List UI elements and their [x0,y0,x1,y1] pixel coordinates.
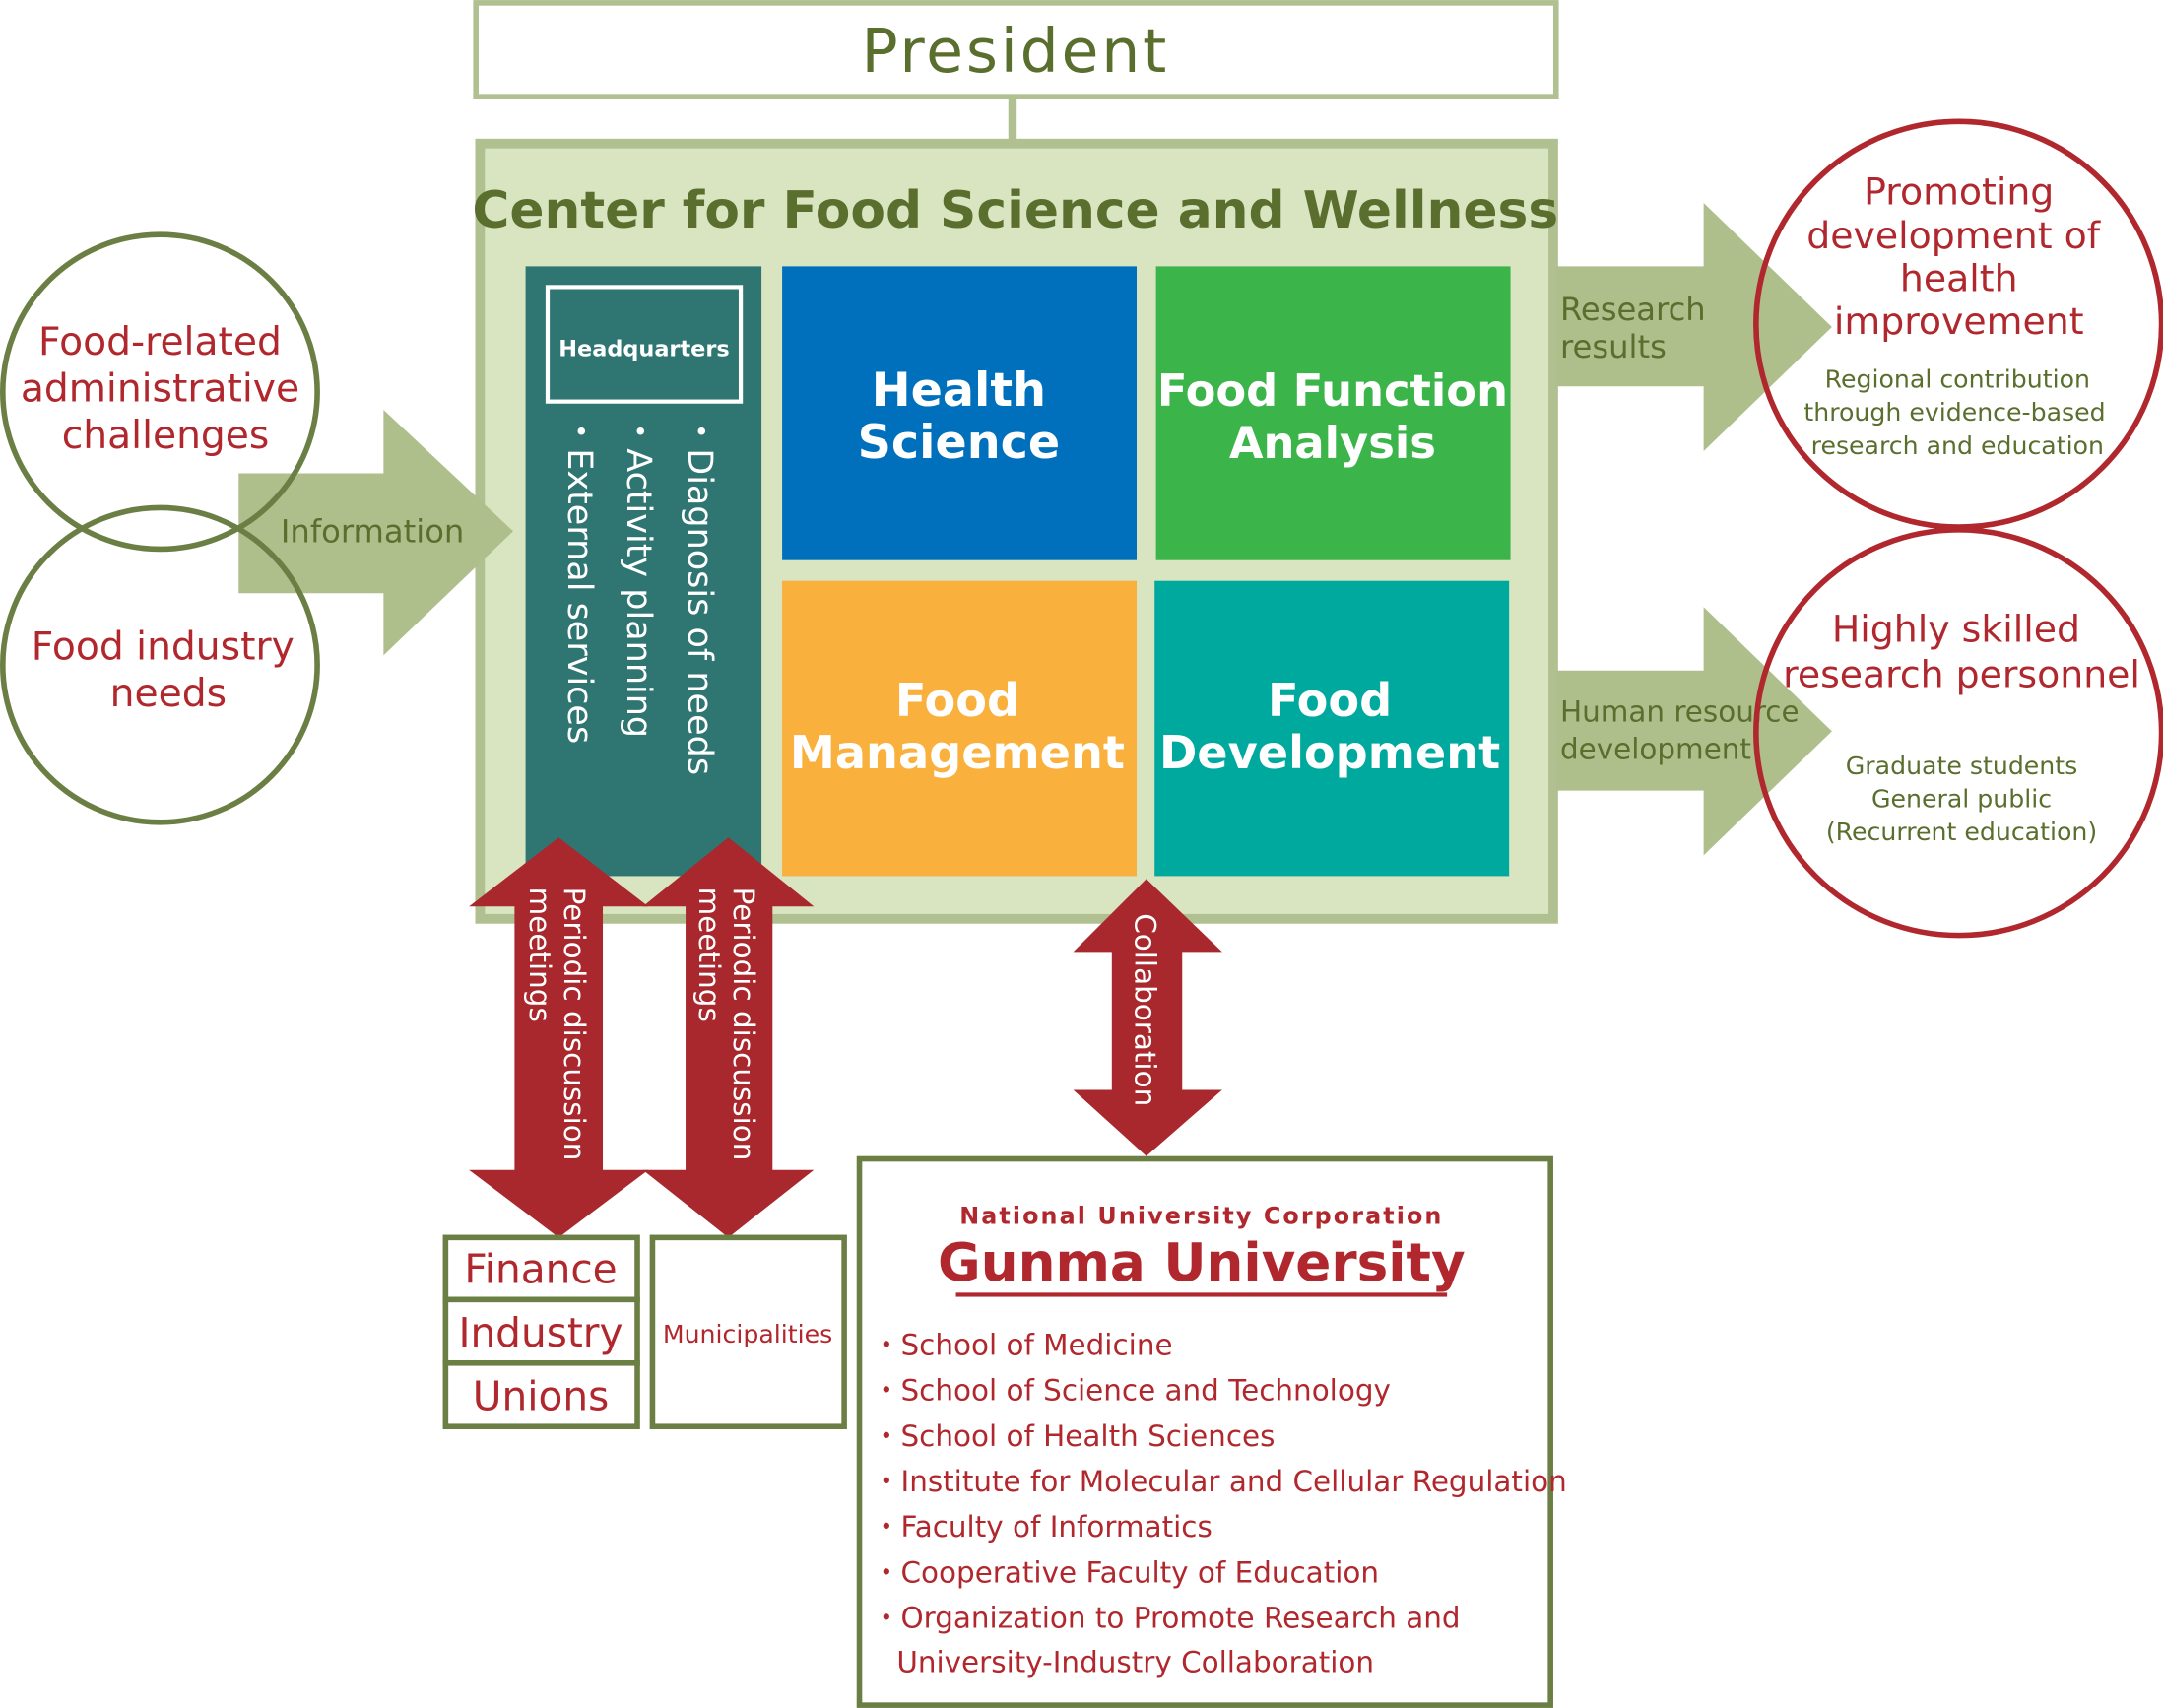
university-box [856,1155,1553,1708]
outcome-title: Promoting [1864,169,2054,213]
circle-administrative-challenges [0,231,320,553]
information-label: Information [281,512,464,550]
partner-label: Industry [458,1309,623,1356]
unit-label: Development [1159,726,1500,779]
list-item: ・Cooperative Faculty of Education [872,1555,1379,1589]
connector-line [1008,97,1017,144]
headquarters-column [525,266,762,877]
unit-label: Food Function [1157,364,1508,417]
partner-label: Unions [473,1372,609,1419]
university-list: ・School of Medicine ・School of Science a… [872,1328,1567,1678]
periodic-arrow-finance [469,837,649,1238]
arrow-label: Human resource [1560,695,1800,729]
circle-text: challenges [62,414,270,458]
arrow-label: Research [1560,291,1706,328]
outcome-title: improvement [1834,299,2084,343]
arrow-label: results [1560,328,1667,365]
circle-industry-needs [0,504,320,825]
circle-text: Food-related [38,320,282,364]
unit-food-function-analysis: Food Function Analysis [1155,266,1511,560]
list-item: ・Institute for Molecular and Cellular Re… [872,1465,1567,1498]
unit-food-development: Food Development [1154,580,1510,877]
outcome-sub: General public [1871,784,2052,813]
circle-text: administrative [21,367,299,412]
unit-label: Management [790,726,1125,779]
president-box [473,0,1559,99]
industry-box [442,1296,640,1366]
outcome-sub: Regional contribution [1825,365,2090,394]
collaboration-label: Collaboration [1129,913,1162,1106]
president-label: President [861,16,1169,87]
outcome-sub: research and education [1811,431,2104,460]
outcome-sub: (Recurrent education) [1826,818,2097,846]
list-item: ・School of Science and Technology [872,1374,1391,1408]
headquarters-box [545,285,744,404]
periodic-arrow-municipalities [642,837,815,1238]
unit-health-science: Health Science [782,266,1138,560]
unions-box [442,1359,640,1430]
unit-label: Health [872,363,1046,418]
unit-label: Analysis [1229,417,1436,469]
unit-label: Science [858,416,1061,470]
municipalities-label: Municipalities [663,1320,832,1348]
municipalities-box [649,1234,847,1430]
university-corp: National University Corporation [959,1202,1443,1229]
finance-box [442,1234,640,1303]
circle-text: Food industry [32,625,295,670]
outcome-title: research personnel [1783,653,2140,696]
list-item: ・Faculty of Informatics [872,1510,1213,1544]
list-item: ・School of Health Sciences [872,1419,1275,1453]
outcome-title: development of [1806,214,2101,257]
duty-planning: ・Activity planning [619,414,658,738]
human-resource-arrow [1555,607,1832,856]
periodic-label: meetings [523,887,557,1022]
duty-diagnosis: ・Diagnosis of needs [680,414,719,775]
arrow-label: development [1560,732,1751,765]
outcome-title: health [1900,257,2018,300]
list-item: ・School of Medicine [872,1328,1172,1361]
outcome-sub: Graduate students [1846,752,2077,780]
university-name: Gunma University [938,1232,1466,1293]
university-underline [955,1292,1448,1297]
collaboration-arrow [1073,879,1222,1156]
periodic-label: meetings [692,887,726,1022]
list-item: ・Organization to Promote Research and [872,1602,1460,1635]
center-title: Center for Food Science and Wellness [472,181,1558,240]
unit-label: Food [1268,674,1392,727]
unit-food-management: Food Management [782,580,1138,877]
periodic-label: Periodic discussion [557,887,591,1161]
outcome-sub: through evidence-based [1803,398,2105,427]
circle-text: needs [110,672,227,716]
list-item: University-Industry Collaboration [896,1646,1374,1679]
unit-label: Food [895,674,1019,727]
information-arrow [238,410,513,656]
periodic-label: Periodic discussion [727,887,760,1161]
outcome-title: Highly skilled [1832,607,2080,650]
partner-label: Finance [464,1246,617,1293]
headquarters-label: Headquarters [558,336,729,361]
duty-external: ・External services [559,414,599,744]
circle-research-personnel [1753,527,2163,939]
